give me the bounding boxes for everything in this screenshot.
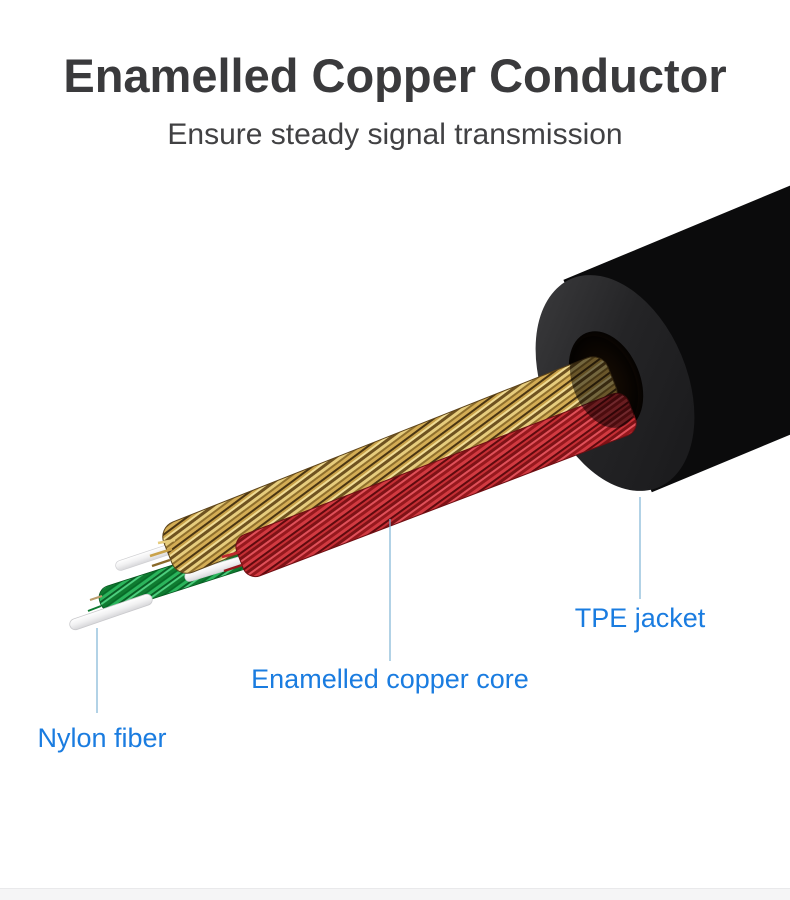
bottom-edge-strip [0, 888, 790, 900]
core-exit-shadow [569, 336, 639, 428]
page-title: Enamelled Copper Conductor [63, 49, 727, 102]
copper-fray-strands [149, 538, 176, 568]
nylon-fiber-tip [69, 593, 153, 631]
page-subtitle: Ensure steady signal transmission [167, 118, 623, 151]
label-nylon-fiber: Nylon fiber [37, 723, 167, 753]
label-tpe-jacket: TPE jacket [574, 603, 706, 633]
label-enamelled-copper-core: Enamelled copper core [251, 664, 529, 694]
red-fray-strands [221, 550, 243, 573]
